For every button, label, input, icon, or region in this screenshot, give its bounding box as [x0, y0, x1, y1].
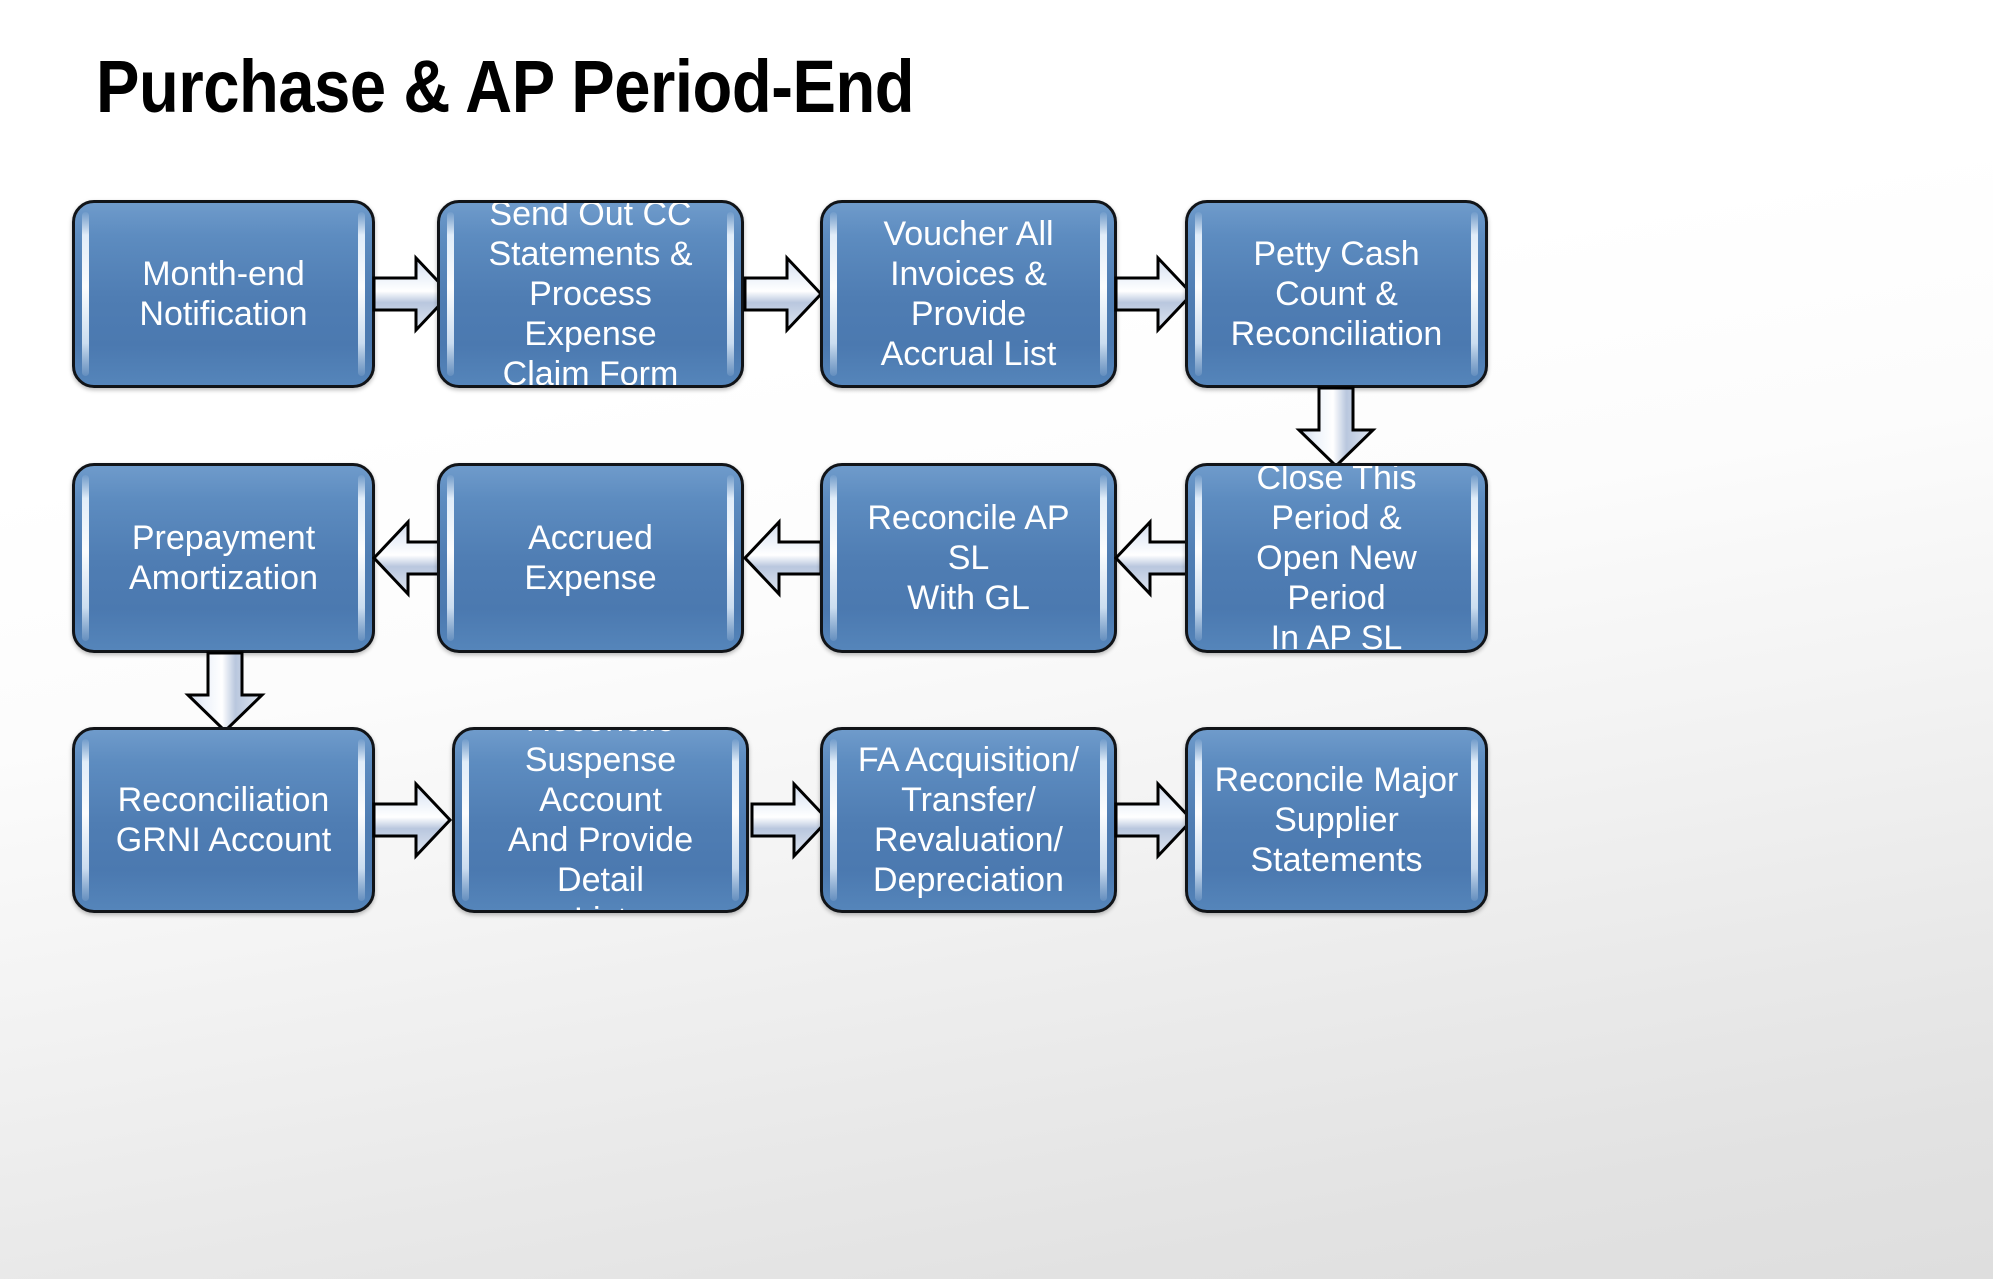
process-node-reconcile-major-supplier-statements[interactable]: Reconcile Major Supplier Statements: [1185, 727, 1488, 913]
node-label: Prepayment Amortization: [129, 518, 318, 597]
process-node-send-out-cc-statements[interactable]: Send Out CC Statements & Process Expense…: [437, 200, 744, 388]
process-node-reconcile-ap-sl-with-gl[interactable]: Reconcile AP SL With GL: [820, 463, 1117, 653]
node-label: Petty Cash Count & Reconciliation: [1230, 234, 1443, 354]
arrow-left-n5-n6: [1114, 518, 1194, 598]
node-label: Reconcile Major Supplier Statements: [1214, 760, 1459, 880]
node-label: Month-end Notification: [139, 254, 308, 333]
node-label: Voucher All Invoices & Provide Accrual L…: [880, 214, 1057, 374]
process-node-close-this-period[interactable]: Close This Period & Open New Period In A…: [1185, 463, 1488, 653]
arrow-down-n8-n9: [182, 651, 268, 733]
node-label: Accrued Expense: [524, 518, 657, 597]
arrow-right-n3-n4: [1114, 254, 1194, 334]
arrow-right-n2-n3: [743, 254, 823, 334]
node-label: Reconcile AP SL With GL: [867, 498, 1070, 618]
arrow-down-n4-n5: [1293, 386, 1379, 468]
process-node-petty-cash-count[interactable]: Petty Cash Count & Reconciliation: [1185, 200, 1488, 388]
process-node-fa-acquisition[interactable]: FA Acquisition/ Transfer/ Revaluation/ D…: [820, 727, 1117, 913]
arrow-right-n9-n10: [372, 780, 452, 860]
arrow-left-n6-n7: [743, 518, 823, 598]
node-label: Reconciliation GRNI Account: [115, 780, 332, 859]
process-node-reconciliation-grni-account[interactable]: Reconciliation GRNI Account: [72, 727, 375, 913]
page-title: Purchase & AP Period-End: [96, 45, 915, 128]
process-node-accrued-expense[interactable]: Accrued Expense: [437, 463, 744, 653]
process-node-prepayment-amortization[interactable]: Prepayment Amortization: [72, 463, 375, 653]
process-node-reconcile-suspense-account[interactable]: Reconcile Suspense Account And Provide D…: [452, 727, 749, 913]
node-label: FA Acquisition/ Transfer/ Revaluation/ D…: [857, 740, 1080, 900]
process-node-voucher-all-invoices[interactable]: Voucher All Invoices & Provide Accrual L…: [820, 200, 1117, 388]
arrow-right-n10-n11: [750, 780, 830, 860]
node-label: Reconcile Suspense Account And Provide D…: [507, 730, 694, 910]
node-label: Send Out CC Statements & Process Expense…: [488, 200, 693, 388]
process-node-month-end-notification[interactable]: Month-end Notification: [72, 200, 375, 388]
arrow-right-n11-n12: [1114, 780, 1194, 860]
node-label: Close This Period & Open New Period In A…: [1256, 463, 1417, 653]
